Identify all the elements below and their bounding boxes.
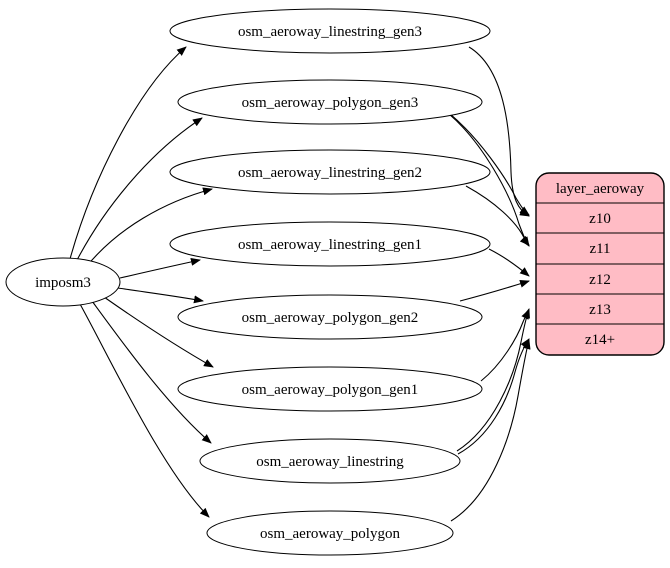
layer-row-z12: z12 <box>589 272 611 288</box>
node-osm-aeroway-polygon: osm_aeroway_polygon <box>206 510 454 556</box>
imposm3-label: imposm3 <box>35 275 91 291</box>
table-ellipse <box>169 149 491 195</box>
edge-osm-aeroway-linestring-gen1-to-z12 <box>488 248 530 277</box>
edge-osm-aeroway-linestring-gen2-to-z11 <box>465 185 530 247</box>
edge-imposm3-to-osm-aeroway-polygon-gen2 <box>117 287 204 304</box>
table-label: osm_aeroway_linestring_gen3 <box>238 24 422 40</box>
node-osm-aeroway-polygon-gen1: osm_aeroway_polygon_gen1 <box>177 366 483 412</box>
node-imposm3: imposm3 <box>5 257 121 307</box>
table-label: osm_aeroway_linestring_gen1 <box>238 237 422 253</box>
edges-to-layer <box>448 46 531 522</box>
table-label: osm_aeroway_polygon <box>260 526 400 542</box>
table-label: osm_aeroway_polygon_gen2 <box>242 310 419 326</box>
node-osm-aeroway-linestring: osm_aeroway_linestring <box>199 438 461 484</box>
table-label: osm_aeroway_polygon_gen1 <box>242 382 419 398</box>
table-label: osm_aeroway_linestring <box>256 454 404 470</box>
layer-row-z14: z14+ <box>585 332 615 348</box>
table-ellipse <box>177 79 483 125</box>
edge-imposm3-to-osm-aeroway-polygon <box>79 303 210 518</box>
edge-imposm3-to-osm-aeroway-polygon-gen3 <box>75 117 203 263</box>
layer-row-z10: z10 <box>589 211 611 227</box>
edge-imposm3-to-osm-aeroway-linestring-gen2 <box>85 187 213 268</box>
edge-imposm3-to-osm-aeroway-linestring-gen3 <box>69 46 187 260</box>
edge-osm-aeroway-polygon-to-z14 <box>450 339 531 522</box>
node-osm-aeroway-polygon-gen3: osm_aeroway_polygon_gen3 <box>177 79 483 125</box>
table-ellipse <box>169 221 491 267</box>
table-ellipse <box>199 438 461 484</box>
table-ellipse <box>206 510 454 556</box>
edge-imposm3-to-osm-aeroway-linestring-gen1 <box>119 257 201 279</box>
table-ellipse <box>177 294 483 340</box>
edge-osm-aeroway-linestring-gen3-to-z10 <box>468 46 530 217</box>
node-layer-aeroway: layer_aeroway z10 z11 z12 z13 z14+ <box>535 172 665 356</box>
edge-osm-aeroway-linestring-to-z13 <box>456 308 530 452</box>
edge-imposm3-to-osm-aeroway-polygon-gen1 <box>103 296 214 368</box>
node-osm-aeroway-linestring-gen2: osm_aeroway_linestring_gen2 <box>169 149 491 195</box>
node-osm-aeroway-polygon-gen2: osm_aeroway_polygon_gen2 <box>177 294 483 340</box>
edge-imposm3-to-osm-aeroway-linestring <box>91 300 212 444</box>
edge-osm-aeroway-polygon-gen3-to-z10 <box>448 112 530 216</box>
layer-row-z11: z11 <box>589 241 610 257</box>
layer-title: layer_aeroway <box>556 181 645 197</box>
node-osm-aeroway-linestring-gen1: osm_aeroway_linestring_gen1 <box>169 221 491 267</box>
imposm3-ellipse <box>5 257 121 307</box>
table-label: osm_aeroway_linestring_gen2 <box>238 165 422 181</box>
table-label: osm_aeroway_polygon_gen3 <box>242 95 419 111</box>
layer-row-z13: z13 <box>589 302 611 318</box>
edge-osm-aeroway-polygon-gen1-to-z13 <box>480 309 530 382</box>
edges-from-source <box>69 46 214 518</box>
table-ellipse <box>169 8 491 54</box>
node-osm-aeroway-linestring-gen3: osm_aeroway_linestring_gen3 <box>169 8 491 54</box>
table-ellipse <box>177 366 483 412</box>
edge-osm-aeroway-polygon-gen2-to-z12 <box>459 279 530 302</box>
